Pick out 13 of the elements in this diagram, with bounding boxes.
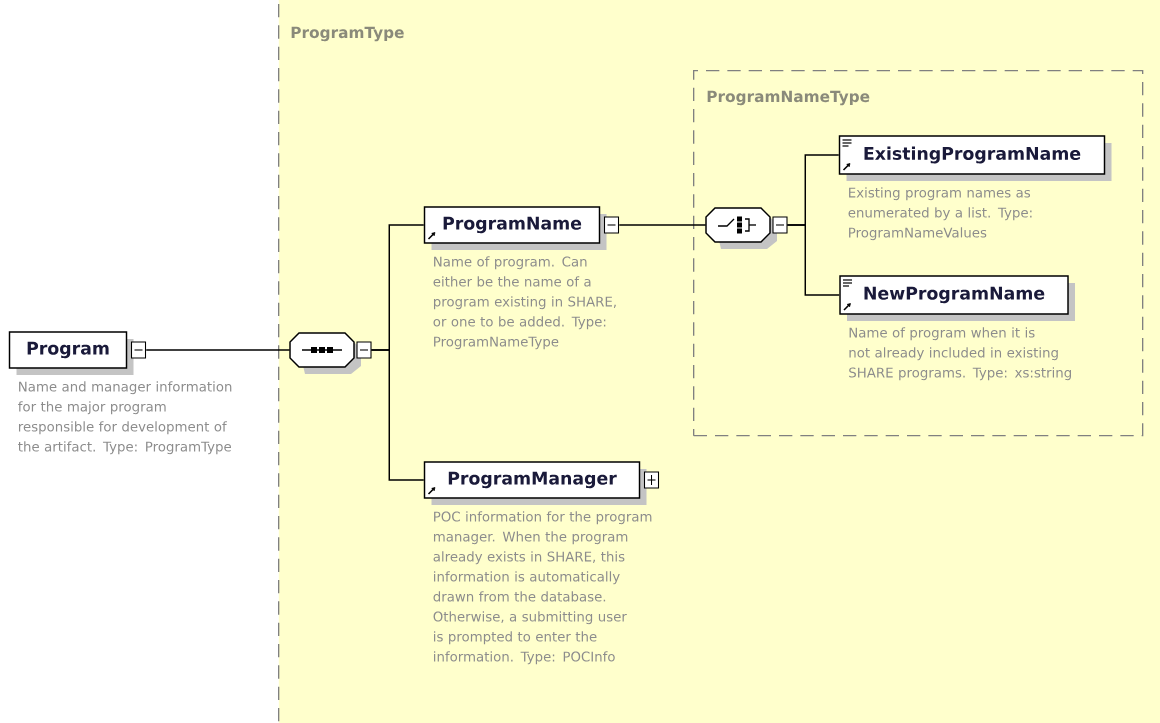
connector-line xyxy=(370,349,425,481)
element-box: ProgramManager xyxy=(423,461,647,505)
description-text: Existing program names as enumerated by a list. Type: ProgramNameValues xyxy=(848,187,1032,241)
element-box: NewProgramName xyxy=(839,275,1075,321)
description-text: Name and manager information for the major program responsible for development of the artifact. Type: ProgramType xyxy=(18,381,232,455)
connector-line xyxy=(786,224,840,296)
connector-line xyxy=(145,349,291,351)
element-box: ExistingProgramName xyxy=(838,135,1112,181)
description-text: Name of program when it is not already included in existing SHARE programs. Type: xs:string xyxy=(849,327,1071,381)
description-text: Name of program. Can either be the name of a program existing in SHARE, or one to be added. Type: ProgramNameType xyxy=(433,256,616,350)
element-box: ProgramName xyxy=(423,206,607,250)
description-text: POC information for the program manager. When the program already exists in SHARE, this information is automatically drawn from the database. Otherwise, a submitting user is prompted to enter the information. Type: POCInfo xyxy=(433,511,652,665)
connector-line xyxy=(618,224,707,226)
